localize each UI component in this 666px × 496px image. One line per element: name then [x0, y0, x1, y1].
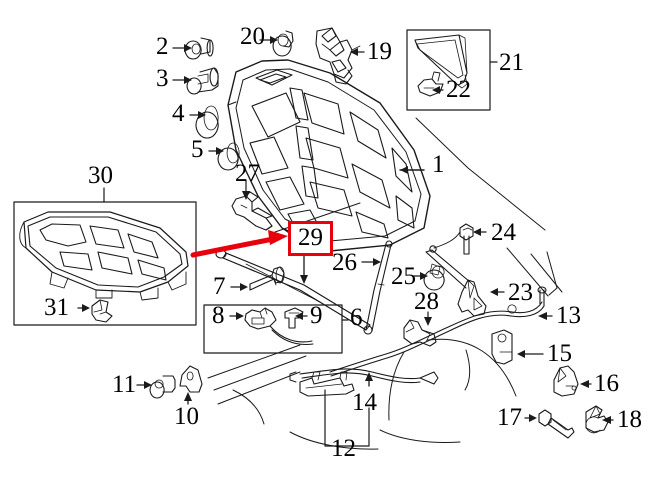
callout-label-18: 18 — [617, 406, 642, 433]
callout-label-16: 16 — [594, 370, 619, 397]
callout-label-19: 19 — [367, 38, 392, 65]
callout-label-24: 24 — [491, 219, 516, 246]
callout-label-15: 15 — [547, 340, 572, 367]
callout-label-29-highlighted[interactable]: 29 — [288, 221, 333, 256]
callout-label-5: 5 — [191, 136, 204, 163]
callout-label-11: 11 — [112, 371, 137, 398]
callout-label-14: 14 — [352, 389, 377, 416]
highlight-arrow — [190, 230, 288, 258]
callout-label-20: 20 — [240, 23, 265, 50]
callout-label-30: 30 — [88, 162, 113, 189]
callout-label-17: 17 — [497, 404, 522, 431]
callout-label-4: 4 — [172, 100, 185, 127]
callout-label-25: 25 — [391, 263, 416, 290]
callout-label-22: 22 — [446, 76, 471, 103]
callout-label-3: 3 — [156, 65, 169, 92]
callout-label-31: 31 — [44, 294, 69, 321]
callout-label-6: 6 — [350, 304, 363, 331]
callout-label-8: 8 — [212, 302, 225, 329]
callout-label-7: 7 — [213, 273, 226, 300]
callout-label-28: 28 — [414, 288, 439, 315]
callout-label-9: 9 — [310, 302, 323, 329]
callout-label-12: 12 — [331, 435, 356, 462]
callout-label-21: 21 — [499, 49, 524, 76]
callout-label-10: 10 — [174, 403, 199, 430]
callout-label-2: 2 — [156, 33, 169, 60]
callout-label-13: 13 — [556, 302, 581, 329]
callout-label-1: 1 — [432, 151, 445, 178]
callout-label-27: 27 — [235, 160, 260, 187]
callout-label-23: 23 — [508, 279, 533, 306]
callout-label-26: 26 — [332, 249, 357, 276]
